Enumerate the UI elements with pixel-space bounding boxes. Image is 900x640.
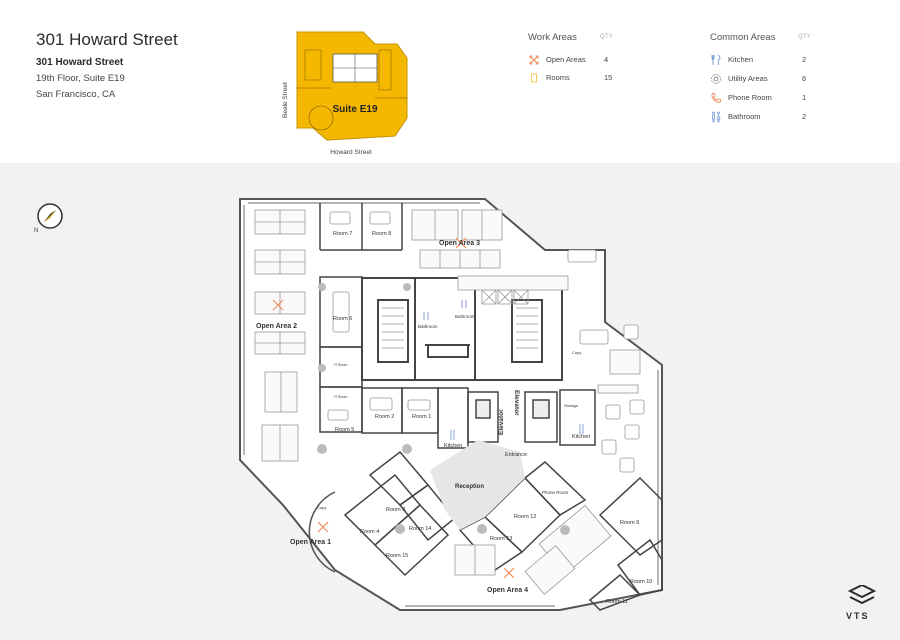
label-room-1: Room 1 [412, 414, 431, 420]
label-open-area-1: Open Area 1 [290, 539, 331, 546]
label-room-6: Room 6 [333, 316, 352, 322]
legend-qty: 15 [604, 73, 613, 82]
label-room-13: Room 13 [490, 536, 512, 542]
label-copy-right: Copy [572, 350, 581, 355]
label-storage: Storage [564, 403, 579, 408]
legend-label: Open Areas [546, 55, 586, 64]
legend-label: Bathroom [728, 112, 761, 121]
exterior-windows [243, 202, 659, 607]
legend-label: Rooms [546, 73, 570, 82]
label-room-15: Room 15 [386, 553, 408, 559]
label-bathroom-right: Bathroom [455, 314, 475, 319]
common-areas-heading: Common Areas [710, 32, 776, 43]
legend-row-phone: Phone Room 1 [710, 92, 830, 106]
reception-zone [430, 440, 525, 530]
compass-icon: N [34, 203, 63, 234]
legend-label: Kitchen [728, 55, 754, 64]
street-label-left: Beale Street [282, 82, 289, 118]
label-elevator-left: Elevator [498, 409, 505, 435]
legend-row-kitchen: Kitchen 2 [710, 54, 830, 68]
address-line-1: 301 Howard Street [36, 57, 124, 68]
label-kitchen-right: Kitchen [572, 434, 590, 440]
legend-row-utility: Utility Areas 6 [710, 73, 830, 87]
label-reception: Reception [455, 484, 484, 490]
common-areas-legend: Common Areas QTY Kitchen 2 Utility Areas… [710, 32, 830, 142]
work-areas-qty-heading: QTY [600, 34, 614, 40]
legend-label: Phone Room [728, 93, 772, 102]
room-icon [531, 73, 537, 83]
label-room-4: Room 4 [360, 529, 379, 535]
legend-row-open-areas: Open Areas 4 [528, 54, 638, 68]
bathroom-icon [712, 111, 721, 123]
legend-qty: 1 [802, 93, 807, 102]
label-room-7: Room 7 [333, 231, 352, 237]
label-room-14: Room 14 [409, 526, 431, 532]
legend-row-rooms: Rooms 15 [528, 72, 638, 86]
label-phone-room: Phone Room [542, 490, 569, 495]
label-room-8: Room 8 [372, 231, 391, 237]
label-room-10: Room 10 [630, 579, 652, 585]
label-room-9: Room 9 [620, 520, 639, 526]
label-open-area-2: Open Area 2 [256, 323, 297, 330]
open-area-icon [529, 55, 539, 65]
legend-row-bathroom: Bathroom 2 [710, 111, 830, 125]
svg-text:N: N [34, 228, 38, 234]
room-labels: Room 7 Room 8 Room 6 Room 2 Room 1 Room … [317, 231, 652, 605]
address-line-3: San Francisco, CA [36, 89, 116, 100]
brand-name: VTS [846, 611, 870, 621]
work-areas-legend: Work Areas QTY Open Areas 4 Rooms 15 [528, 32, 638, 112]
label-kitchen-left: Kitchen [444, 443, 462, 449]
structural-columns [317, 283, 570, 535]
label-copy-left: Copy [317, 505, 326, 510]
label-elevator-right: Elevator [513, 390, 520, 416]
stairs [382, 307, 538, 349]
label-entrance: Entrance [505, 452, 527, 458]
label-it-room-1: IT Room [334, 363, 347, 367]
legend-qty: 6 [802, 74, 807, 83]
suite-label: Suite E19 [332, 104, 377, 115]
label-open-area-4: Open Area 4 [487, 587, 528, 594]
utility-icon [711, 74, 721, 84]
label-open-area-3: Open Area 3 [439, 240, 480, 247]
workstations [254, 209, 641, 595]
phone-icon [711, 93, 721, 103]
shafts [481, 289, 529, 305]
work-areas-heading: Work Areas [528, 32, 577, 43]
label-room-11: Room 11 [606, 599, 628, 605]
label-room-12: Room 12 [514, 514, 536, 520]
legend-qty: 2 [802, 55, 807, 64]
label-it-room-2: IT Room [334, 395, 347, 399]
amenity-icons [423, 300, 584, 440]
page-title: 301 Howard Street [36, 30, 178, 49]
open-area-markers [272, 237, 515, 579]
legend-qty: 2 [802, 112, 807, 121]
conference-tables [327, 211, 645, 473]
area-labels: Open Area 3 Open Area 2 Open Area 1 Open… [256, 240, 528, 594]
label-room-2: Room 2 [375, 414, 394, 420]
label-bathroom-left: Bathroom [418, 324, 438, 329]
vts-logo-icon [847, 585, 877, 605]
building-key-map: Suite E19 Beale Street Howard Street [282, 31, 408, 156]
label-room-5: Room 5 [335, 427, 354, 433]
common-areas-qty-heading: QTY [798, 34, 812, 40]
legend-label: Utility Areas [728, 74, 768, 83]
street-label-bottom: Howard Street [330, 149, 372, 156]
suite-highlight [296, 31, 408, 141]
legend-qty: 4 [604, 55, 609, 64]
address-line-2: 19th Floor, Suite E19 [36, 73, 125, 84]
kitchen-icon [711, 54, 721, 65]
header: 301 Howard Street 301 Howard Street 19th… [0, 0, 900, 163]
label-room-3: Room 3 [386, 507, 405, 513]
